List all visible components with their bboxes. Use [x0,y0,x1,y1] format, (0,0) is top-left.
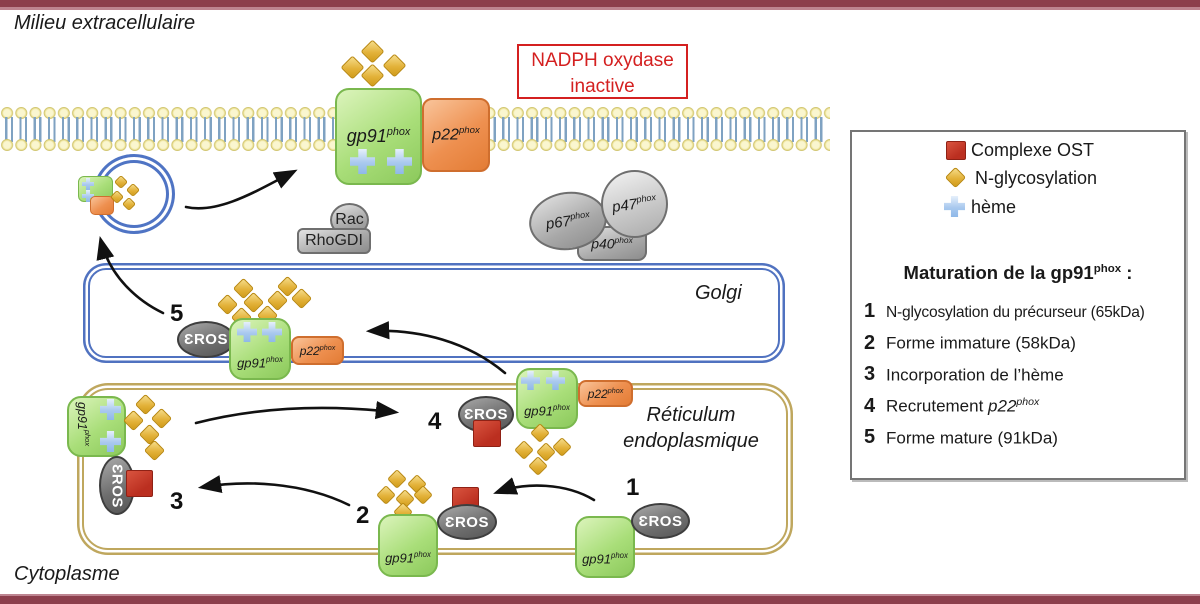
p22-stage5-box: p22phox [291,336,344,365]
glycan-diamond-icon [360,63,385,88]
rhogdi-protein: RhoGDI [297,228,371,254]
arrow-vesicle-to-membrane [184,169,298,210]
p22-label: p22phox [432,125,480,144]
gp91-membrane-box: gp91phox [335,88,422,185]
legend-item-heme: hème [971,197,1017,217]
gp91-stage4-box: gp91phox [516,368,578,429]
stage-3-number: 3 [170,488,184,515]
ost-square-icon [946,141,966,160]
gp91-stage2-box: gp91phox [378,514,438,577]
stage-2-number: 2 [356,502,370,529]
p22-membrane-box: p22phox [422,98,490,172]
gp91-stage1-box: gp91phox [575,516,635,578]
legend-title: Maturation de la gp91phox : [903,262,1133,283]
maturation-step-2: 2 Forme immature (58kDa) [864,331,1076,354]
maturation-steps-list: 1 N-glycosylation du précurseur (65kDa) … [864,300,1182,458]
bottom-border-bar [0,594,1200,604]
nadph-status-box: NADPH oxydase inactive [517,44,688,99]
legend-item-ost: Complexe OST [971,140,1095,160]
glycan-diamond-icon [360,39,385,64]
glycan-diamond-icon [382,53,407,78]
maturation-step-5: 5 Forme mature (91kDa) [864,426,1058,449]
p47-protein: p47phox [601,170,668,238]
top-border-bar [0,0,1200,10]
eros-protein-stage2: ƐROS [437,504,497,540]
legend-item-glycosylation: N-glycosylation [975,168,1098,188]
cytoplasm-label: Cytoplasme [14,563,120,585]
eros-protein-stage1: ƐROS [631,503,690,539]
eros-protein-stage5: ƐROS [177,321,235,358]
maturation-step-3: 3 Incorporation de l’hème [864,363,1064,386]
maturation-step-1: 1 N-glycosylation du précurseur (65kDa) [864,300,1145,322]
maturation-step-4: 4 Recrutement p22phox [864,394,1040,417]
stage-4-number: 4 [428,408,442,435]
gp91-label: gp91phox [346,126,411,146]
gp91-stage3-box: gp91phox [67,396,126,457]
extracellular-label: Milieu extracellulaire [14,12,196,34]
golgi-label: Golgi [695,282,742,304]
stage-1-number: 1 [626,474,640,501]
gp91-stage5-box: gp91phox [229,318,291,380]
legend-box [850,130,1186,480]
stage-5-number: 5 [170,300,184,327]
p22-stage4-box: p22phox [578,380,633,407]
er-label: Réticulum endoplasmique [623,404,759,452]
vesicle-p22-box [90,196,114,215]
eros-protein-stage3: ƐROS [99,456,135,515]
ost-complex-stage3 [126,470,153,497]
ost-complex-stage4 [473,420,501,447]
